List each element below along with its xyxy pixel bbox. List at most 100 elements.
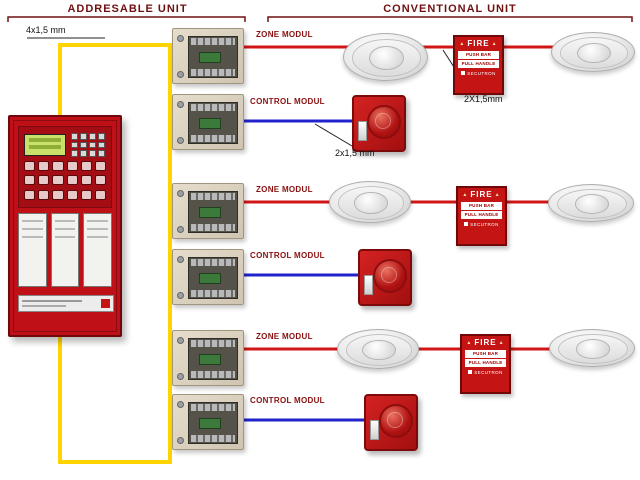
pull-station-push-bar-label: PUSH BAR — [461, 202, 502, 210]
detector-dome — [575, 339, 611, 359]
manual-pull-station: FIRE PUSH BAR PULL HANDLE SECUTRON — [456, 186, 507, 246]
keypad-key — [89, 141, 96, 149]
pull-station-fire-label: FIRE — [455, 37, 502, 50]
panel-keypad — [71, 133, 105, 157]
zone-cable-label: 2X1,5mm — [464, 94, 503, 104]
fire-alarm-control-panel — [8, 115, 122, 337]
smoke-detector — [337, 329, 419, 369]
pull-station-pull-handle-label: PULL HANDLE — [465, 359, 506, 367]
strobe-speaker — [367, 105, 401, 139]
manual-pull-station: FIRE PUSH BAR PULL HANDLE SECUTRON — [453, 35, 504, 95]
detector-ring — [352, 39, 421, 77]
detector-dome — [362, 339, 396, 361]
screw-icon — [177, 256, 184, 263]
smoke-detector — [548, 184, 634, 222]
screw-icon — [177, 292, 184, 299]
smoke-detector — [343, 33, 428, 81]
module-pcb — [188, 36, 238, 78]
screw-icon — [177, 401, 184, 408]
keypad-key — [98, 141, 105, 149]
control-module-label-3: CONTROL MODUL — [250, 396, 325, 405]
pull-station-push-bar-label: PUSH BAR — [465, 350, 506, 358]
control-cable-pointer — [314, 123, 353, 147]
nameplate-text-line — [22, 305, 66, 307]
nameplate-text-line — [22, 300, 82, 302]
module-pcb — [188, 257, 238, 299]
conventional-bracket — [267, 16, 633, 22]
panel-button — [80, 189, 92, 200]
screw-icon — [177, 35, 184, 42]
screw-icon — [177, 190, 184, 197]
panel-button — [52, 189, 64, 200]
pull-station-pull-handle-label: PULL HANDLE — [458, 60, 499, 68]
panel-button — [80, 161, 92, 171]
zone-card — [18, 213, 47, 287]
zone-module-label-1: ZONE MODUL — [256, 30, 313, 39]
panel-cable-label: 4x1,5 mm — [26, 25, 66, 35]
detector-dome — [369, 45, 404, 71]
pull-station-brand-label: SECUTRON — [458, 222, 505, 227]
panel-button — [24, 161, 36, 171]
keypad-key — [80, 150, 87, 157]
detector-dome — [574, 194, 610, 214]
detector-ring — [560, 37, 628, 69]
smoke-detector — [549, 329, 635, 367]
horn-strobe — [352, 95, 406, 152]
control-module-1 — [172, 94, 244, 150]
screw-icon — [177, 101, 184, 108]
zone-module-label-3: ZONE MODUL — [256, 332, 313, 341]
panel-button — [66, 175, 78, 186]
panel-button — [94, 175, 106, 186]
keypad-key — [98, 133, 105, 140]
strobe-lens — [364, 275, 373, 295]
strobe-lens — [370, 420, 379, 440]
module-chip — [199, 52, 221, 63]
module-pcb — [188, 191, 238, 233]
panel-bezel — [13, 120, 117, 332]
strobe-speaker — [379, 404, 413, 438]
pull-station-fire-label: FIRE — [462, 336, 509, 349]
screw-icon — [177, 226, 184, 233]
pull-station-push-bar-label: PUSH BAR — [458, 51, 499, 59]
loop-wire — [58, 43, 172, 464]
keypad-key — [98, 150, 105, 157]
control-module-label-2: CONTROL MODUL — [250, 251, 325, 260]
control-module-2 — [172, 249, 244, 305]
zone-module-3 — [172, 330, 244, 386]
module-chip — [199, 418, 221, 429]
panel-button — [38, 161, 50, 171]
panel-button — [24, 175, 36, 186]
screw-icon — [177, 437, 184, 444]
strobe-lens — [358, 121, 367, 141]
zone-module-label-2: ZONE MODUL — [256, 185, 313, 194]
zone-card — [50, 213, 80, 287]
keypad-key — [71, 141, 78, 149]
addressable-bracket — [7, 16, 246, 22]
panel-nameplate — [18, 295, 114, 312]
pull-station-brand-label: SECUTRON — [462, 370, 509, 375]
strobe-speaker — [373, 259, 407, 293]
keypad-key — [71, 133, 78, 140]
keypad-key — [89, 150, 96, 157]
panel-button-rows — [24, 161, 106, 201]
module-pcb — [188, 338, 238, 380]
detector-dome — [577, 42, 611, 64]
screw-icon — [177, 137, 184, 144]
brand-logo-icon — [101, 299, 110, 308]
keypad-key — [89, 133, 96, 140]
module-chip — [199, 118, 221, 129]
detector-ring — [558, 333, 628, 365]
keypad-key — [80, 133, 87, 140]
panel-button — [66, 161, 78, 171]
panel-lcd-display — [24, 134, 66, 156]
panel-button — [94, 161, 106, 171]
manual-pull-station: FIRE PUSH BAR PULL HANDLE SECUTRON — [460, 334, 511, 394]
horn-strobe — [358, 249, 412, 306]
panel-button — [80, 175, 92, 186]
zone-card — [83, 213, 113, 287]
panel-button — [38, 175, 50, 186]
pull-station-brand-label: SECUTRON — [455, 71, 502, 76]
lcd-text-line — [29, 145, 61, 149]
